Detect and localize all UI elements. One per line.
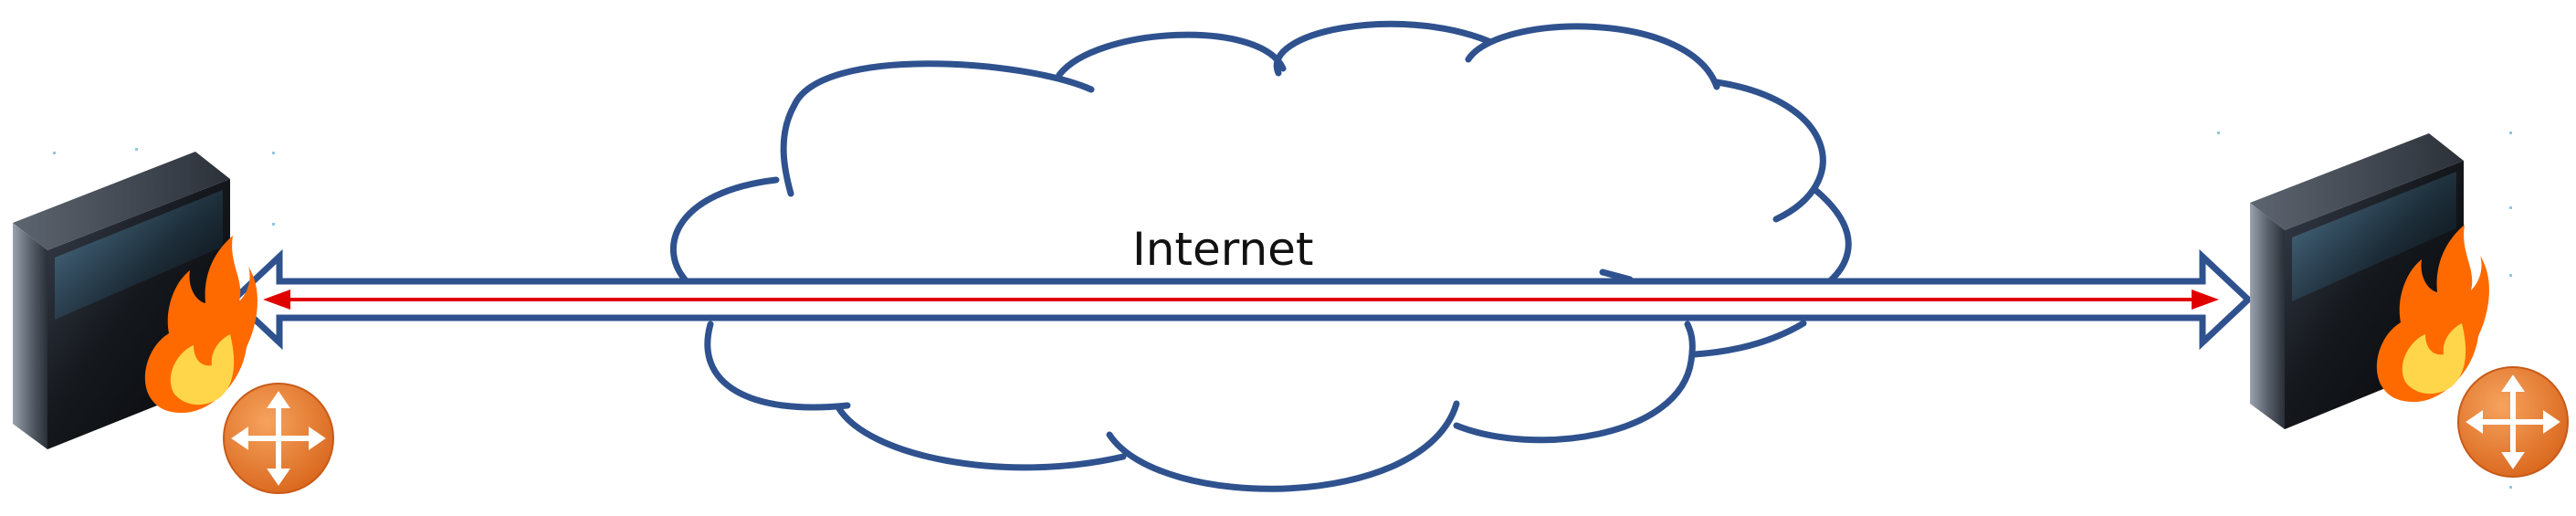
cloud-puff xyxy=(1453,321,1696,444)
cloud-puff xyxy=(780,60,1095,197)
flame-icon xyxy=(2376,225,2489,402)
cloud-label: Internet xyxy=(1132,223,1314,276)
right-firewall xyxy=(2217,132,2569,489)
red-arrowhead-left xyxy=(263,290,290,310)
cloud-puff xyxy=(704,321,851,411)
red-arrowhead-right xyxy=(2192,290,2219,310)
flame-icon xyxy=(144,236,258,413)
internet-cloud xyxy=(669,20,1852,492)
cloud-puff xyxy=(669,176,780,283)
left-firewall xyxy=(13,148,334,494)
cloud-puff xyxy=(835,404,1127,471)
cloud-puff xyxy=(1812,186,1852,294)
cloud-puff xyxy=(1465,23,1720,90)
router-icon xyxy=(2457,366,2569,478)
cloud-puff xyxy=(1690,320,1807,358)
cloud-puff xyxy=(1056,31,1287,79)
cloud-puff xyxy=(1106,400,1460,492)
cloud-puff xyxy=(1273,20,1492,77)
cloud-puff xyxy=(1713,79,1826,223)
router-icon xyxy=(223,383,334,494)
vpn-tunnel xyxy=(228,248,2254,351)
